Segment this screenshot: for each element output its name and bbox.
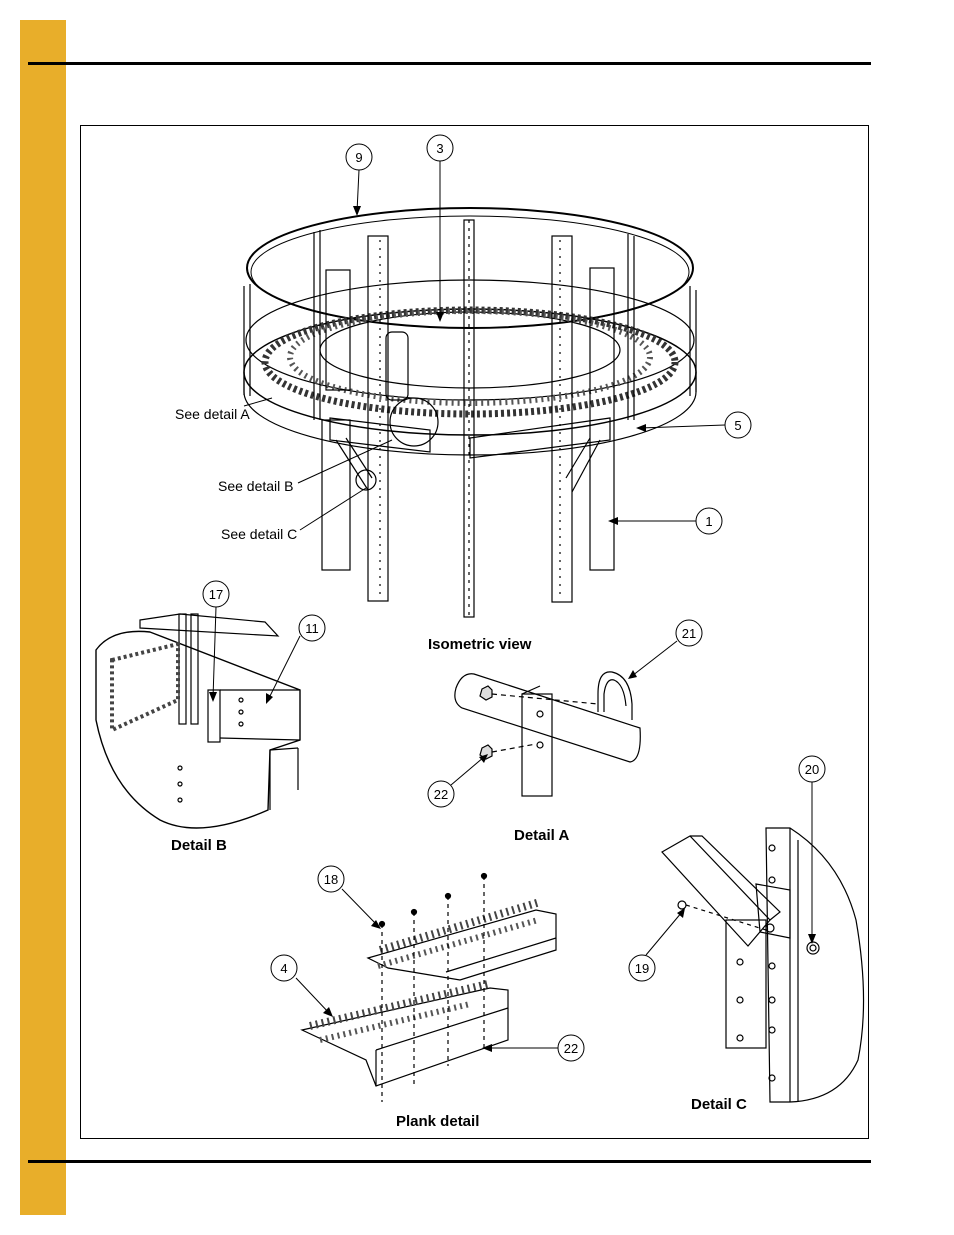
side-tab	[20, 20, 66, 1215]
detail-c-caption: Detail C	[691, 1096, 747, 1113]
callout-21: 21	[682, 626, 696, 641]
callout-3: 3	[436, 141, 443, 156]
callout-20: 20	[805, 762, 819, 777]
detail-c-drawing	[661, 827, 865, 1103]
callout-4: 4	[280, 961, 287, 976]
figure-frame	[80, 125, 869, 1139]
callout-19: 19	[635, 961, 649, 976]
plank-detail-caption: Plank detail	[396, 1113, 479, 1130]
header-rule	[28, 62, 871, 65]
isometric-view	[243, 207, 697, 618]
callout-11: 11	[305, 621, 319, 636]
detail-b-caption: Detail B	[171, 837, 227, 854]
see-detail-b-label: See detail B	[218, 478, 294, 494]
detail-b-drawing	[95, 613, 301, 829]
isometric-view-caption: Isometric view	[428, 636, 532, 653]
callout-17: 17	[209, 587, 223, 602]
callout-22-plank: 22	[564, 1041, 578, 1056]
see-detail-a-label: See detail A	[175, 406, 250, 422]
callout-18: 18	[324, 872, 338, 887]
callout-9: 9	[355, 150, 362, 165]
plank-detail-drawing	[300, 872, 557, 1102]
callout-22-detail-a: 22	[434, 787, 448, 802]
detail-a-drawing	[454, 671, 641, 797]
callout-1: 1	[705, 514, 712, 529]
footer-rule	[28, 1160, 871, 1163]
detail-a-caption: Detail A	[514, 827, 569, 844]
see-detail-c-label: See detail C	[221, 526, 297, 542]
callout-5: 5	[734, 418, 741, 433]
